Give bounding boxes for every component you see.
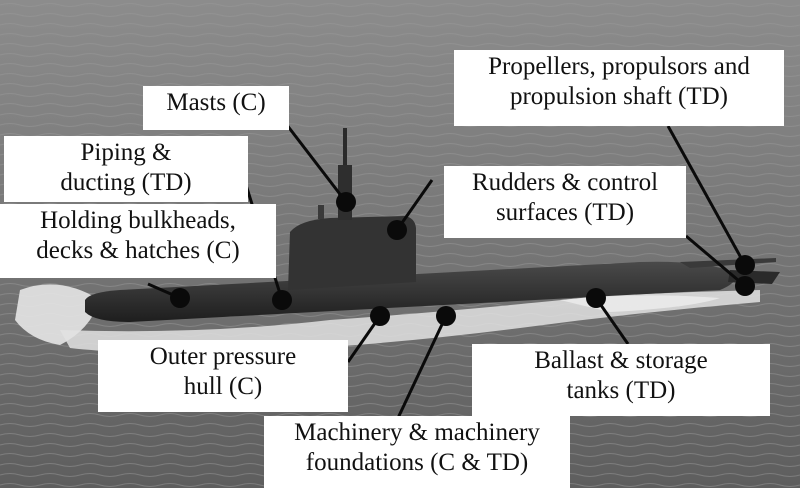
label-ballast-line2: tanks (TD): [566, 377, 676, 404]
leader-masts: [278, 115, 348, 203]
label-bulkheads: Holding bulkheads, decks & hatches (C): [0, 204, 276, 278]
label-piping-line2: ducting (TD): [60, 169, 192, 196]
label-ballast: Ballast & storage tanks (TD): [472, 344, 770, 416]
label-piping: Piping & ducting (TD): [4, 136, 248, 202]
marker-masts: [336, 192, 356, 212]
label-ballast-line1: Ballast & storage: [534, 347, 708, 374]
label-masts: Masts (C): [143, 86, 289, 130]
label-machinery-line1: Machinery & machinery: [294, 419, 540, 446]
leader-machinery: [396, 315, 448, 419]
bow-wake: [15, 284, 100, 345]
label-machinery-line2: foundations (C & TD): [305, 449, 529, 476]
marker-outer-hull: [370, 306, 390, 326]
marker-machinery: [436, 306, 456, 326]
sail: [288, 216, 416, 290]
mast-small: [318, 205, 324, 219]
submarine-hull: [85, 261, 736, 322]
label-rudders: Rudders & control surfaces (TD): [444, 166, 686, 238]
leader-propellers: [666, 125, 747, 266]
leader-propellers-2: [685, 234, 746, 288]
marker-rudders: [387, 220, 407, 240]
mast-periscope: [343, 128, 347, 170]
label-machinery: Machinery & machinery foundations (C & T…: [264, 416, 570, 488]
label-rudders-line2: surfaces (TD): [495, 199, 635, 226]
marker-ballast: [586, 288, 606, 308]
label-masts-line1: Masts (C): [166, 89, 266, 116]
label-piping-line1: Piping &: [80, 139, 172, 166]
leader-rudders: [395, 179, 434, 231]
label-outer-hull-line2: hull (C): [183, 373, 263, 400]
marker-piping: [272, 290, 292, 310]
label-outer-hull: Outer pressure hull (C): [98, 340, 348, 412]
marker-bulkheads: [170, 288, 190, 308]
marker-propellers-2: [735, 276, 755, 296]
label-propellers-line1: Propellers, propulsors and: [488, 53, 750, 80]
label-outer-hull-line1: Outer pressure: [149, 343, 297, 370]
marker-propellers: [735, 255, 755, 275]
label-rudders-line1: Rudders & control: [471, 169, 659, 196]
label-bulkheads-line2: decks & hatches (C): [36, 237, 240, 264]
label-propellers: Propellers, propulsors and propulsion sh…: [454, 50, 784, 126]
label-propellers-line2: propulsion shaft (TD): [509, 83, 729, 110]
label-bulkheads-line1: Holding bulkheads,: [40, 207, 236, 234]
